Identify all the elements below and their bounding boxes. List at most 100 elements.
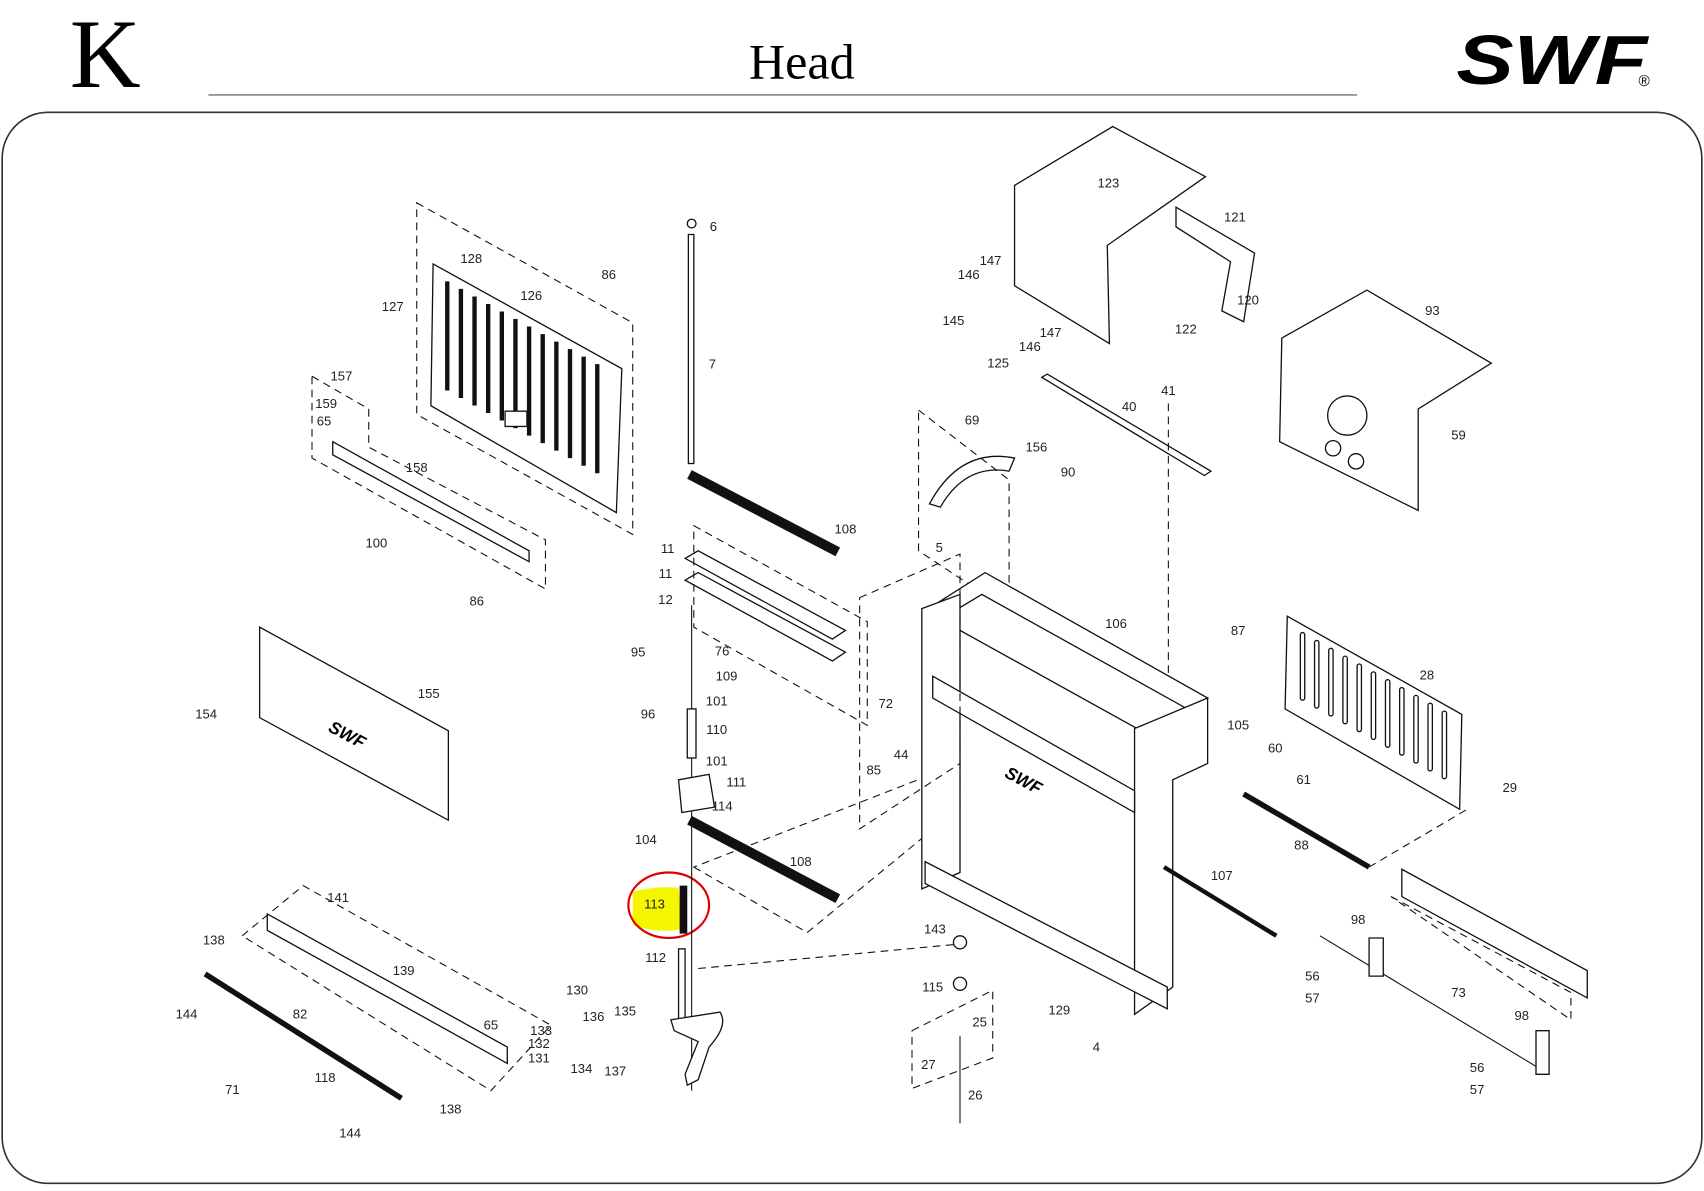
- part-label: 158: [406, 460, 428, 475]
- part-label: 7: [709, 357, 716, 372]
- part-label: 12: [658, 592, 673, 607]
- part-label: 109: [716, 669, 738, 684]
- grille-slot: [1384, 679, 1391, 748]
- part-label: 157: [331, 369, 353, 384]
- part-label: 156: [1025, 440, 1047, 455]
- part-label: 98: [1515, 1008, 1530, 1023]
- part-label: 29: [1503, 780, 1518, 795]
- part-label: 145: [943, 313, 965, 328]
- part-label: 122: [1175, 322, 1197, 337]
- part-label: 57: [1305, 990, 1320, 1005]
- part-label: 154: [195, 707, 217, 722]
- part-label: 27: [921, 1057, 936, 1072]
- part-label: 121: [1224, 209, 1246, 224]
- part-label: 144: [176, 1007, 198, 1022]
- grille-slot: [1441, 710, 1448, 780]
- part-label: 57: [1470, 1082, 1485, 1097]
- part-label: 143: [924, 922, 946, 937]
- part-label: 141: [327, 890, 349, 905]
- part-label: 128: [460, 251, 482, 266]
- part-label: 147: [980, 253, 1002, 268]
- part-label: 138: [440, 1102, 462, 1117]
- part-labels: 6786128126127157159651581008610811111295…: [176, 176, 1529, 1141]
- part-label: 101: [706, 694, 728, 709]
- parts-drawing: SWF SW: [203, 125, 1588, 1124]
- part-label: 26: [968, 1087, 983, 1102]
- part-label: 56: [1305, 969, 1320, 984]
- part-label: 125: [987, 356, 1009, 371]
- part-label: 130: [566, 983, 588, 998]
- part-label: 129: [1048, 1002, 1070, 1017]
- part-label: 133: [530, 1023, 552, 1038]
- part-label: 126: [520, 288, 542, 303]
- part-label: 110: [706, 722, 727, 737]
- highlight-ring: [627, 871, 711, 940]
- part-label: 159: [315, 396, 337, 411]
- part-label: 135: [614, 1003, 636, 1018]
- grille-slot: [1427, 702, 1434, 772]
- part-label: 100: [365, 536, 387, 551]
- part-label: 86: [469, 593, 484, 608]
- part-label: 65: [317, 413, 332, 428]
- svg-text:SWF: SWF: [1002, 762, 1047, 798]
- part-label: 76: [715, 643, 730, 658]
- part-label: 108: [835, 521, 857, 536]
- part-label: 71: [225, 1082, 240, 1097]
- part-label: 93: [1425, 303, 1440, 318]
- part-label: 96: [641, 707, 656, 722]
- grille-slot: [1299, 631, 1306, 701]
- part-label: 87: [1231, 623, 1246, 638]
- part-label: 108: [790, 854, 812, 869]
- part-label: 144: [339, 1126, 361, 1141]
- part-label: 131: [528, 1050, 550, 1065]
- part-label: 123: [1097, 176, 1119, 191]
- part-label: 82: [293, 1007, 308, 1022]
- part-label: 104: [635, 832, 657, 847]
- part-label: 56: [1470, 1060, 1485, 1075]
- part-label: 134: [571, 1061, 593, 1076]
- part-label: 4: [1093, 1039, 1100, 1054]
- part-label: 86: [601, 267, 616, 282]
- part-label: 72: [879, 696, 894, 711]
- part-label: 147: [1040, 325, 1062, 340]
- part-label: 115: [922, 979, 943, 994]
- part-label: 127: [382, 299, 404, 314]
- part-label: 106: [1105, 616, 1127, 631]
- part-label: 136: [583, 1009, 605, 1024]
- part-label: 105: [1227, 718, 1249, 733]
- part-label: 5: [936, 540, 943, 555]
- brand-registered-mark: ®: [1639, 73, 1651, 90]
- part-label: 146: [1019, 339, 1041, 354]
- grille-slot: [1342, 655, 1348, 725]
- part-label: 28: [1420, 667, 1435, 682]
- part-label: 118: [315, 1070, 336, 1085]
- part-label: 41: [1161, 383, 1176, 398]
- part-label: 113: [644, 897, 665, 912]
- part-label: 73: [1451, 985, 1466, 1000]
- part-label: 98: [1351, 912, 1366, 927]
- part-label: 44: [894, 747, 909, 762]
- highlight-fill: [632, 887, 683, 931]
- part-label: 11: [659, 566, 673, 581]
- part-label: 139: [393, 963, 415, 978]
- part-label: 61: [1296, 772, 1311, 787]
- part-label: 25: [972, 1014, 987, 1029]
- part-label: 112: [645, 950, 666, 965]
- part-label: 101: [706, 754, 728, 769]
- part-label: 120: [1237, 292, 1259, 307]
- part-label: 60: [1268, 741, 1283, 756]
- grille-slot: [1328, 647, 1334, 717]
- diagram-frame: [1, 111, 1703, 1185]
- part-label: 132: [528, 1036, 550, 1051]
- part-label: 6: [710, 219, 717, 234]
- part-label: 65: [484, 1018, 499, 1033]
- section-letter: K: [70, 1, 141, 109]
- part-label: 137: [604, 1063, 626, 1078]
- grille-slot: [1370, 671, 1377, 741]
- part-label: 90: [1061, 465, 1076, 480]
- brand-logo: SWF: [1456, 21, 1650, 99]
- grille-slot: [1413, 694, 1419, 764]
- part-label: 69: [965, 412, 980, 427]
- part-label: 40: [1122, 399, 1137, 414]
